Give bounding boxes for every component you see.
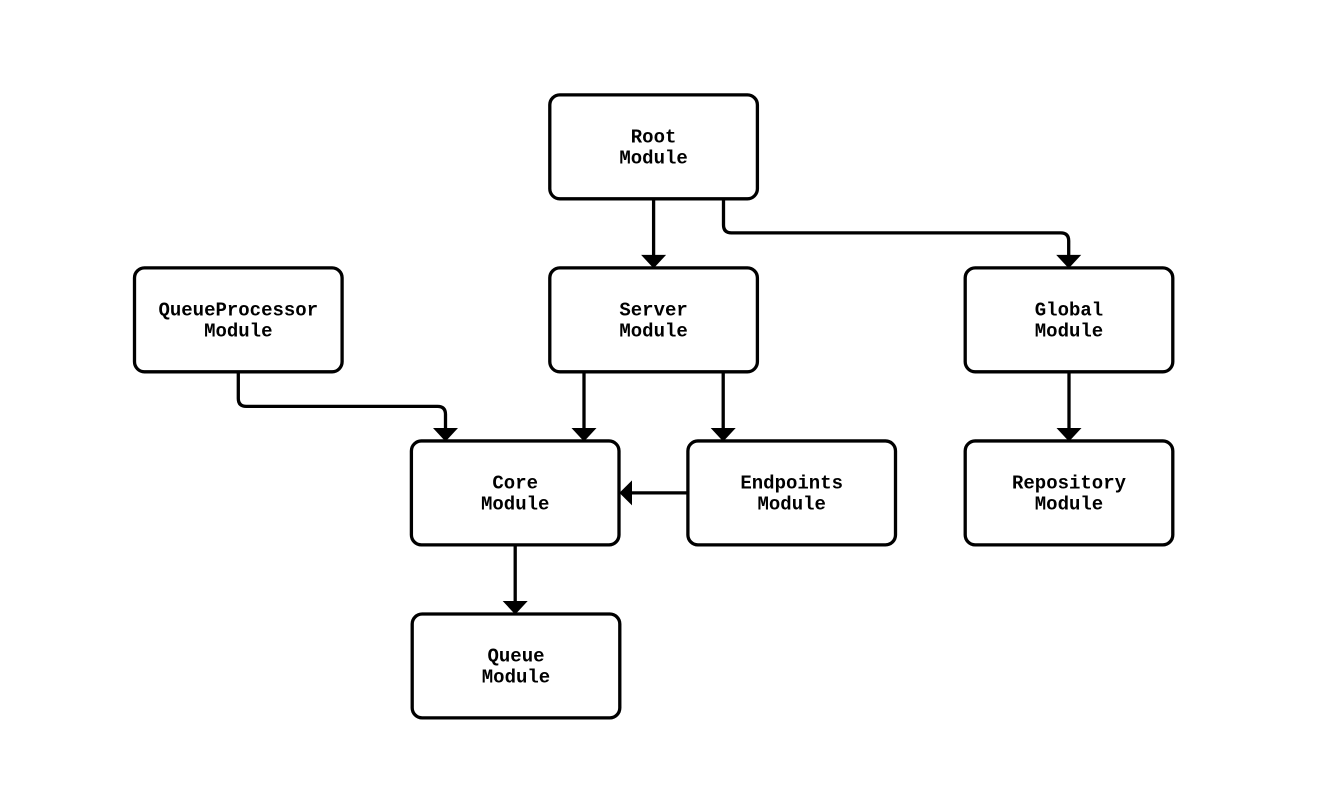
svg-text:Queue: Queue: [487, 646, 544, 668]
svg-text:Core: Core: [492, 472, 538, 494]
svg-text:Root: Root: [631, 126, 677, 148]
svg-text:Module: Module: [757, 493, 825, 515]
svg-text:Module: Module: [1035, 493, 1103, 515]
svg-text:Module: Module: [481, 493, 549, 515]
svg-text:Module: Module: [619, 147, 687, 169]
svg-text:Module: Module: [619, 320, 687, 342]
svg-text:Global: Global: [1035, 299, 1103, 321]
svg-text:Endpoints: Endpoints: [740, 472, 843, 494]
svg-text:QueueProcessor: QueueProcessor: [158, 299, 318, 321]
svg-text:Module: Module: [482, 667, 550, 689]
svg-text:Module: Module: [204, 320, 272, 342]
svg-text:Server: Server: [619, 299, 687, 321]
svg-text:Repository: Repository: [1012, 472, 1127, 494]
svg-text:Module: Module: [1035, 320, 1103, 342]
